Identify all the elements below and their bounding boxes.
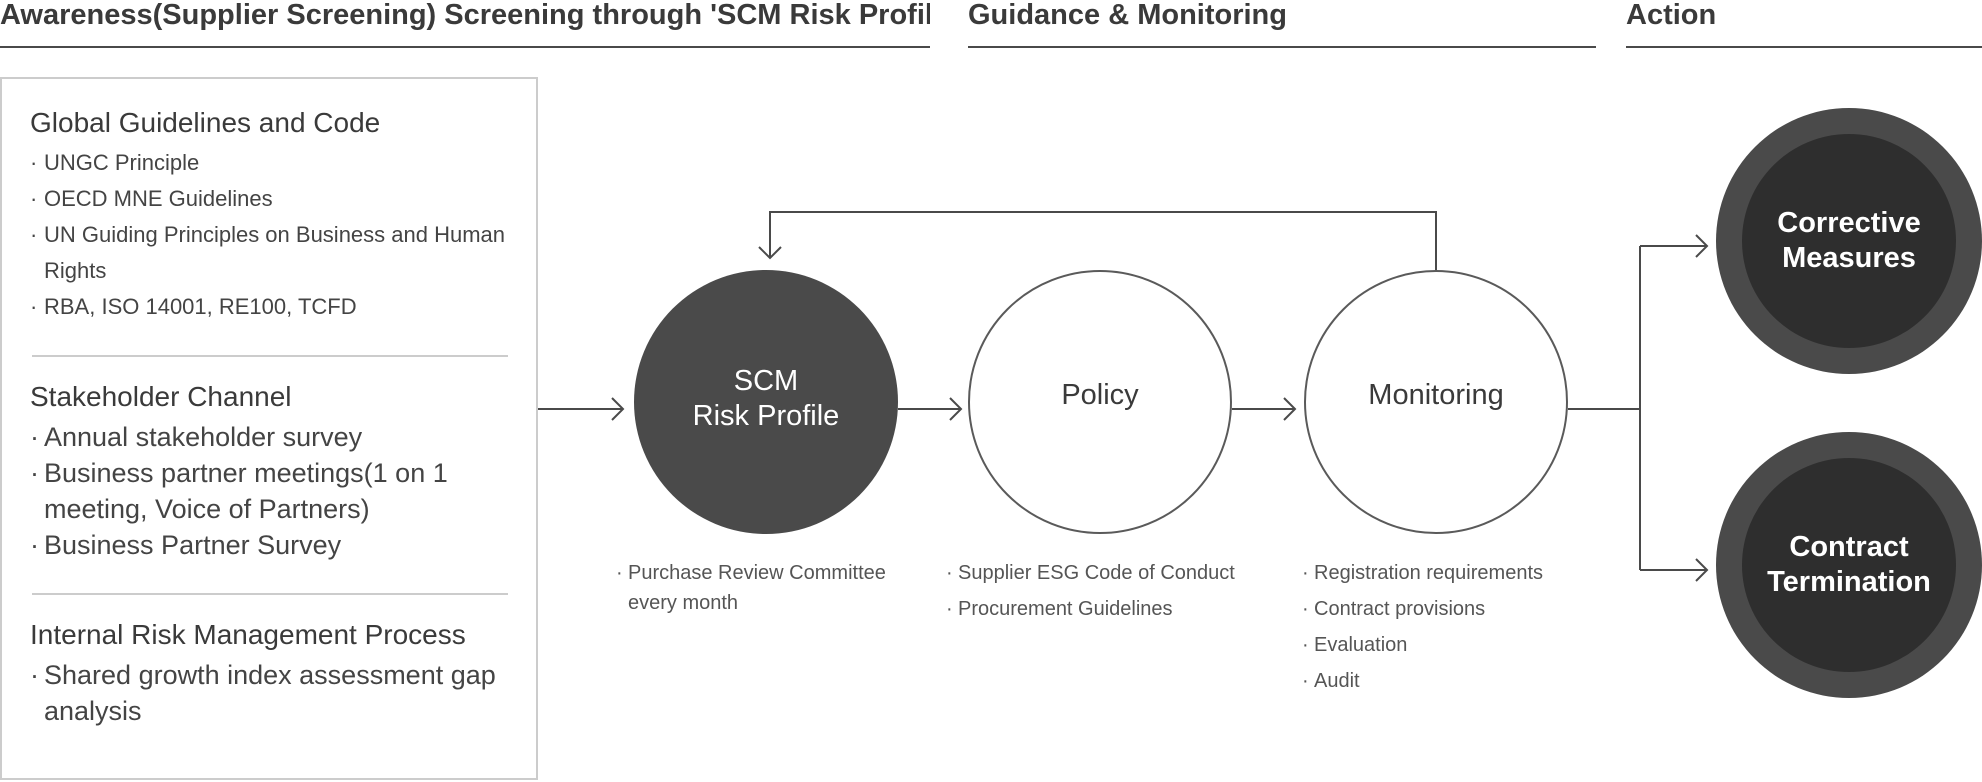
list-item: UN Guiding Principles on Business and Hu… [30, 217, 510, 289]
contract-termination-label: Contract Termination [1767, 531, 1931, 598]
scm-notes: Purchase Review Committee every month [616, 558, 916, 618]
stakeholder-channel-list: Annual stakeholder survey Business partn… [30, 419, 510, 563]
header-action: Action [1626, 0, 1982, 48]
arrow-head [758, 246, 782, 260]
list-item: RBA, ISO 14001, RE100, TCFD [30, 289, 510, 325]
divider [32, 593, 508, 595]
scm-risk-profile-label: SCM Risk Profile [692, 365, 840, 432]
list-item: Evaluation [1302, 630, 1602, 660]
list-item: Contract provisions [1302, 594, 1602, 624]
divider [32, 355, 508, 357]
corrective-measures-inner: Corrective Measures [1742, 134, 1956, 348]
global-guidelines-title: Global Guidelines and Code [30, 107, 381, 138]
stakeholder-channel-title: Stakeholder Channel [30, 381, 292, 412]
list-item: Audit [1302, 666, 1602, 696]
policy-node: Policy [968, 270, 1232, 534]
internal-risk-list: Shared growth index assessment gap analy… [30, 657, 510, 729]
corrective-measures-node: Corrective Measures [1716, 108, 1982, 374]
contract-termination-inner: Contract Termination [1742, 458, 1956, 672]
corrective-measures-label: Corrective Measures [1777, 207, 1921, 274]
arrow-head [611, 397, 625, 421]
policy-label: Policy [1061, 378, 1139, 411]
arrow-head [1283, 397, 1297, 421]
list-item: Business partner meetings(1 on 1 meeting… [30, 455, 510, 527]
global-guidelines-group: Global Guidelines and Code UNGC Principl… [30, 105, 510, 325]
global-guidelines-list: UNGC Principle OECD MNE Guidelines UN Gu… [30, 145, 510, 325]
scm-risk-profile-node: SCM Risk Profile [634, 270, 898, 534]
monitoring-node: Monitoring [1304, 270, 1568, 534]
monitoring-notes: Registration requirements Contract provi… [1302, 558, 1602, 696]
list-item: Business Partner Survey [30, 527, 510, 563]
feedback-loop-monitoring-to-scm [769, 211, 1437, 270]
list-item: Shared growth index assessment gap analy… [30, 657, 510, 729]
contract-termination-node: Contract Termination [1716, 432, 1982, 698]
arrow-head [1695, 234, 1709, 258]
header-awareness: Awareness(Supplier Screening) Screening … [0, 0, 930, 48]
input-sources-panel: Global Guidelines and Code UNGC Principl… [0, 77, 538, 780]
stakeholder-channel-group: Stakeholder Channel Annual stakeholder s… [30, 379, 510, 563]
list-item: Purchase Review Committee every month [616, 558, 916, 618]
list-item: UNGC Principle [30, 145, 510, 181]
monitoring-label: Monitoring [1368, 378, 1504, 411]
arrow-head [949, 397, 963, 421]
policy-notes: Supplier ESG Code of Conduct Procurement… [946, 558, 1266, 624]
header-guidance-monitoring: Guidance & Monitoring [968, 0, 1596, 48]
list-item: Registration requirements [1302, 558, 1602, 588]
internal-risk-group: Internal Risk Management Process Shared … [30, 617, 510, 729]
list-item: Procurement Guidelines [946, 594, 1266, 624]
list-item: Annual stakeholder survey [30, 419, 510, 455]
list-item: Supplier ESG Code of Conduct [946, 558, 1266, 588]
internal-risk-title: Internal Risk Management Process [30, 619, 466, 650]
arrow-head [1695, 558, 1709, 582]
list-item: OECD MNE Guidelines [30, 181, 510, 217]
